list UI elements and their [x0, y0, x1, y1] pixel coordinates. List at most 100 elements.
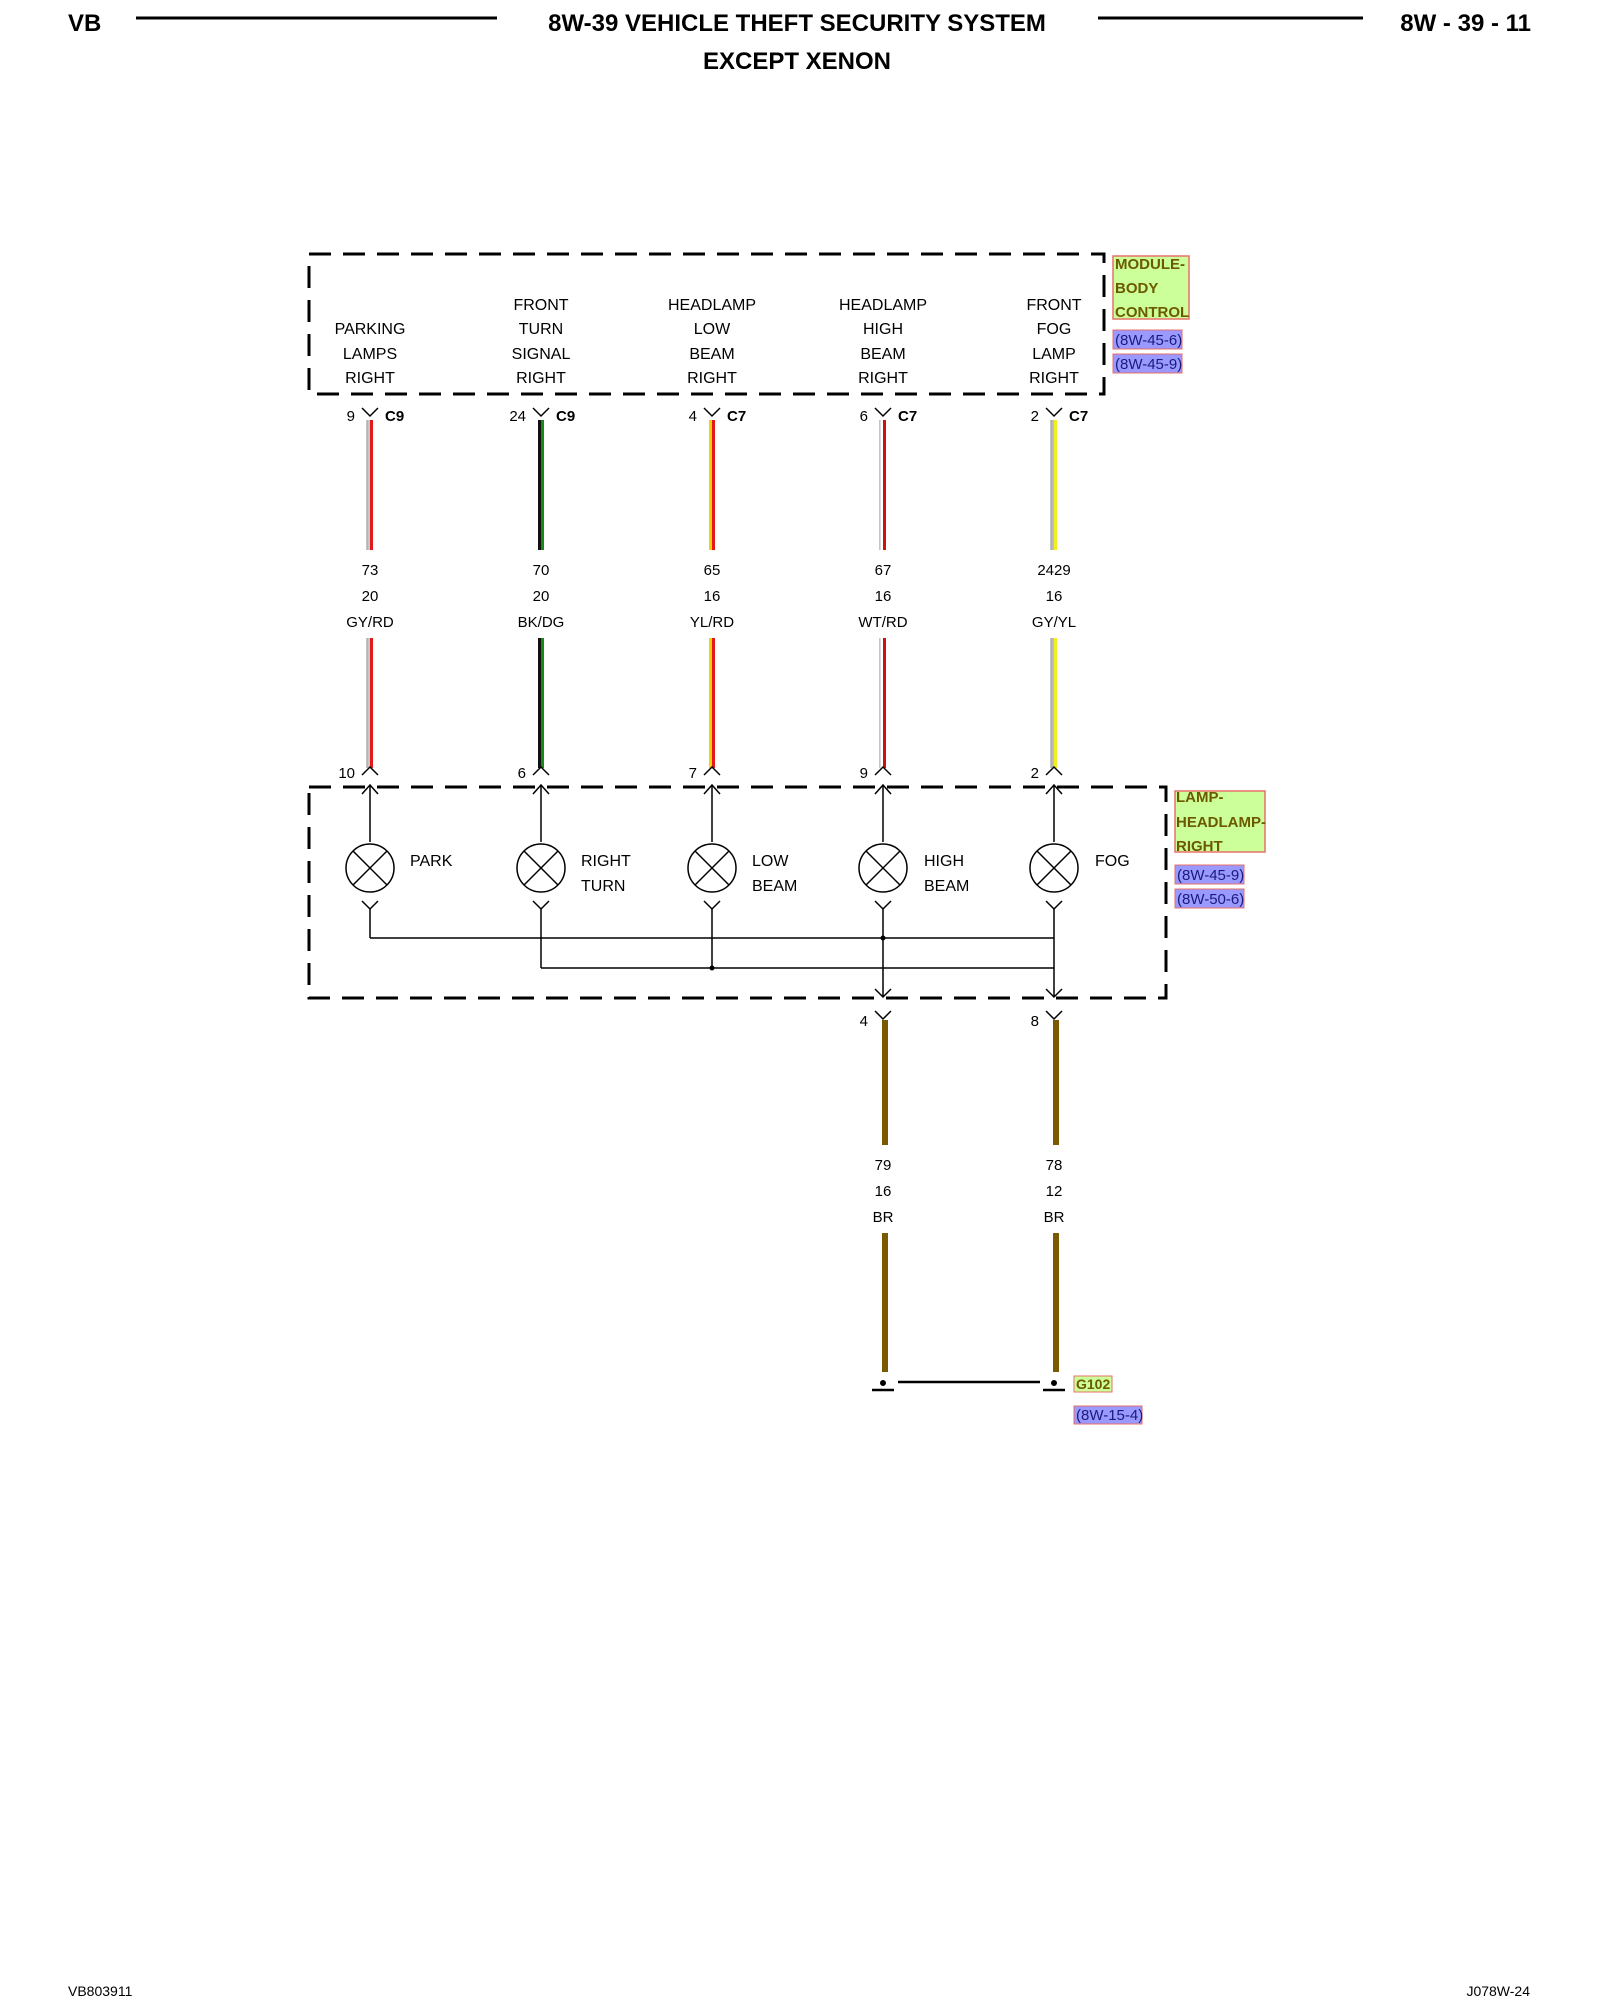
bulb-fog	[1029, 783, 1079, 997]
connector-chevron-icon	[361, 765, 379, 776]
module-ref-link[interactable]: (8W-45-6)	[1115, 332, 1182, 349]
wire-segment	[709, 420, 715, 550]
pin-number: 6	[860, 408, 868, 425]
bulb-right-turn	[516, 783, 566, 968]
bulb-park	[345, 783, 395, 938]
pin-number: 9	[860, 765, 868, 782]
top-connector-labels: 9 C9 24 C9 4 C7 6 C7 2 C7	[347, 408, 1089, 425]
lamp-headlamp-right-tag	[1174, 790, 1266, 853]
wire-color: YL/RD	[690, 614, 734, 631]
connector-fork-icon	[361, 407, 379, 418]
bulb-label: FOG	[1095, 853, 1130, 870]
wire-gauge: 16	[704, 588, 721, 605]
wire-gauge: 20	[533, 588, 550, 605]
module-name-line: BODY	[1115, 280, 1158, 297]
bulb-icon	[1029, 843, 1079, 893]
lamp-name-line: LAMP-	[1176, 789, 1224, 806]
page-title: 8W-39 VEHICLE THEFT SECURITY SYSTEM	[548, 10, 1046, 37]
ground-ref-bg	[1073, 1405, 1143, 1425]
wire-color: GY/YL	[1032, 614, 1076, 631]
wire-segment	[1050, 420, 1057, 550]
bulb-icon	[516, 843, 566, 893]
ground-ref-link[interactable]: (8W-15-4)	[1076, 1407, 1143, 1424]
lamp-name-line: HEADLAMP-	[1176, 814, 1266, 831]
module-body-control-name: MODULE- BODY CONTROL	[1115, 256, 1189, 321]
wire-circuit: 79	[875, 1157, 892, 1174]
pin-number: 4	[689, 408, 697, 425]
page-subtitle: EXCEPT XENON	[703, 48, 891, 75]
bulb-icon	[858, 843, 908, 893]
wire-color: WT/RD	[858, 614, 907, 631]
ground-wire-segment	[1053, 1233, 1059, 1372]
ground-dot-icon	[1051, 1380, 1057, 1386]
connector-id: C7	[727, 408, 746, 425]
pin-number: 2	[1031, 765, 1039, 782]
bulb-low-beam	[687, 783, 737, 968]
pin-number: 10	[338, 765, 355, 782]
lamp-headlamp-right-box	[307, 785, 1168, 1000]
ground-wire-labels: 79 16 BR 78 12 BR	[873, 1157, 1065, 1226]
connector-id: C7	[1069, 408, 1088, 425]
connector-chevron-icon	[532, 765, 550, 776]
module-name-line: MODULE-	[1115, 256, 1185, 273]
module-ref-link[interactable]: (8W-45-9)	[1115, 356, 1182, 373]
wire-labels: 73 20 GY/RD 70 20 BK/DG 65 16 YL/RD 67 1…	[346, 562, 1076, 631]
bus-arrow-icon	[1045, 988, 1063, 999]
lamp-ref-link[interactable]: (8W-45-9)	[1177, 867, 1244, 884]
connector-id: C9	[556, 408, 575, 425]
wire-circuit: 65	[704, 562, 721, 579]
ground-name-bg	[1073, 1375, 1113, 1393]
connector-fork-icon	[703, 407, 721, 418]
splice-dot-icon	[709, 965, 715, 971]
pin-number: 7	[689, 765, 697, 782]
wire-circuit: 2429	[1037, 562, 1070, 579]
ground-pin-labels: 4 8	[860, 1013, 1039, 1030]
module-name-line: CONTROL	[1115, 304, 1189, 321]
wire-segment	[879, 638, 886, 768]
wire-color: BK/DG	[518, 614, 565, 631]
lamp-ref-1-bg	[1174, 864, 1245, 885]
wire-color: BR	[1044, 1209, 1065, 1226]
ground-wire-segment	[1053, 1020, 1059, 1145]
module-body-control-tag	[1112, 255, 1190, 320]
connector-chevron-icon	[1045, 765, 1063, 776]
connector-fork-icon	[532, 407, 550, 418]
top-connector-symbols	[361, 407, 1063, 418]
lamp-connector-symbols	[361, 765, 1063, 776]
connector-id: C7	[898, 408, 917, 425]
lamp-ref-link[interactable]: (8W-50-6)	[1177, 891, 1244, 908]
ground-connector-symbols	[874, 1010, 1063, 1021]
page-number: 8W - 39 - 11	[1400, 10, 1531, 37]
module-body-control-box	[307, 252, 1106, 396]
lamp-ref-2-bg	[1174, 888, 1245, 909]
pin-number: 9	[347, 408, 355, 425]
wire-circuit: 70	[533, 562, 550, 579]
lamp-bulbs	[345, 783, 1079, 999]
splice-dot-icon	[880, 935, 886, 941]
pin-number: 24	[509, 408, 526, 425]
connector-chevron-icon	[703, 765, 721, 776]
connector-chevron-icon	[874, 765, 892, 776]
pin-number: 4	[860, 1013, 868, 1030]
wire-segment	[1050, 638, 1057, 768]
wire-circuit: 78	[1046, 1157, 1063, 1174]
footer-left: VB803911	[68, 1983, 133, 1999]
module-ref-1-bg	[1112, 329, 1183, 350]
ground-wire-segment	[882, 1020, 888, 1145]
wire-segment	[366, 638, 373, 768]
connector-fork-icon	[874, 407, 892, 418]
wires-layer	[366, 420, 1059, 1372]
wire-segment	[709, 638, 715, 768]
lamp-name-line: RIGHT	[1176, 838, 1223, 855]
wire-circuit: 67	[875, 562, 892, 579]
wire-segment	[366, 420, 373, 550]
splice-dots	[709, 935, 886, 971]
wire-gauge: 16	[875, 1183, 892, 1200]
footer-right: J078W-24	[1466, 1983, 1530, 1999]
